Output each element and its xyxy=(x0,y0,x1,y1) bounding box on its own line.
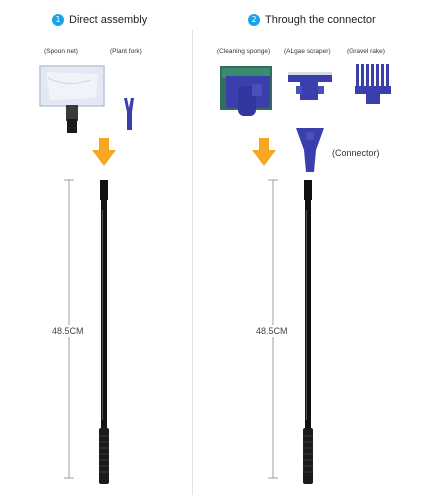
spoon-net-image xyxy=(39,65,105,133)
plant-fork-image xyxy=(124,98,134,130)
step-number-badge: 2 xyxy=(248,14,260,26)
gravel-rake-image xyxy=(355,64,391,104)
label-connector: (Connector) xyxy=(332,148,380,158)
algae-scraper-image xyxy=(288,72,332,100)
section-title-text: Through the connector xyxy=(265,14,376,26)
down-arrow-icon xyxy=(92,138,116,166)
label-spoon-net: (Spoon net) xyxy=(44,48,78,55)
section-title-text: Direct assembly xyxy=(69,14,148,26)
label-algae-scraper: (ALgae scraper) xyxy=(284,48,331,55)
center-divider xyxy=(192,30,193,495)
down-arrow-icon xyxy=(252,138,276,166)
label-cleaning-sponge: (Cleaning sponge) xyxy=(217,48,271,55)
length-label-left: 48.5CM xyxy=(52,325,84,337)
telescopic-handle-left xyxy=(99,180,109,484)
label-gravel-rake: (Gravel rake) xyxy=(347,48,385,55)
step-number-badge: 1 xyxy=(52,14,64,26)
section-title-through-connector: 2 Through the connector xyxy=(248,14,376,26)
telescopic-handle-right xyxy=(303,180,313,484)
label-plant-fork: (Plant fork) xyxy=(110,48,142,55)
section-title-direct-assembly: 1 Direct assembly xyxy=(52,14,147,26)
cleaning-sponge-image xyxy=(220,66,272,116)
length-label-right: 48.5CM xyxy=(256,325,288,337)
connector-image xyxy=(296,128,324,172)
